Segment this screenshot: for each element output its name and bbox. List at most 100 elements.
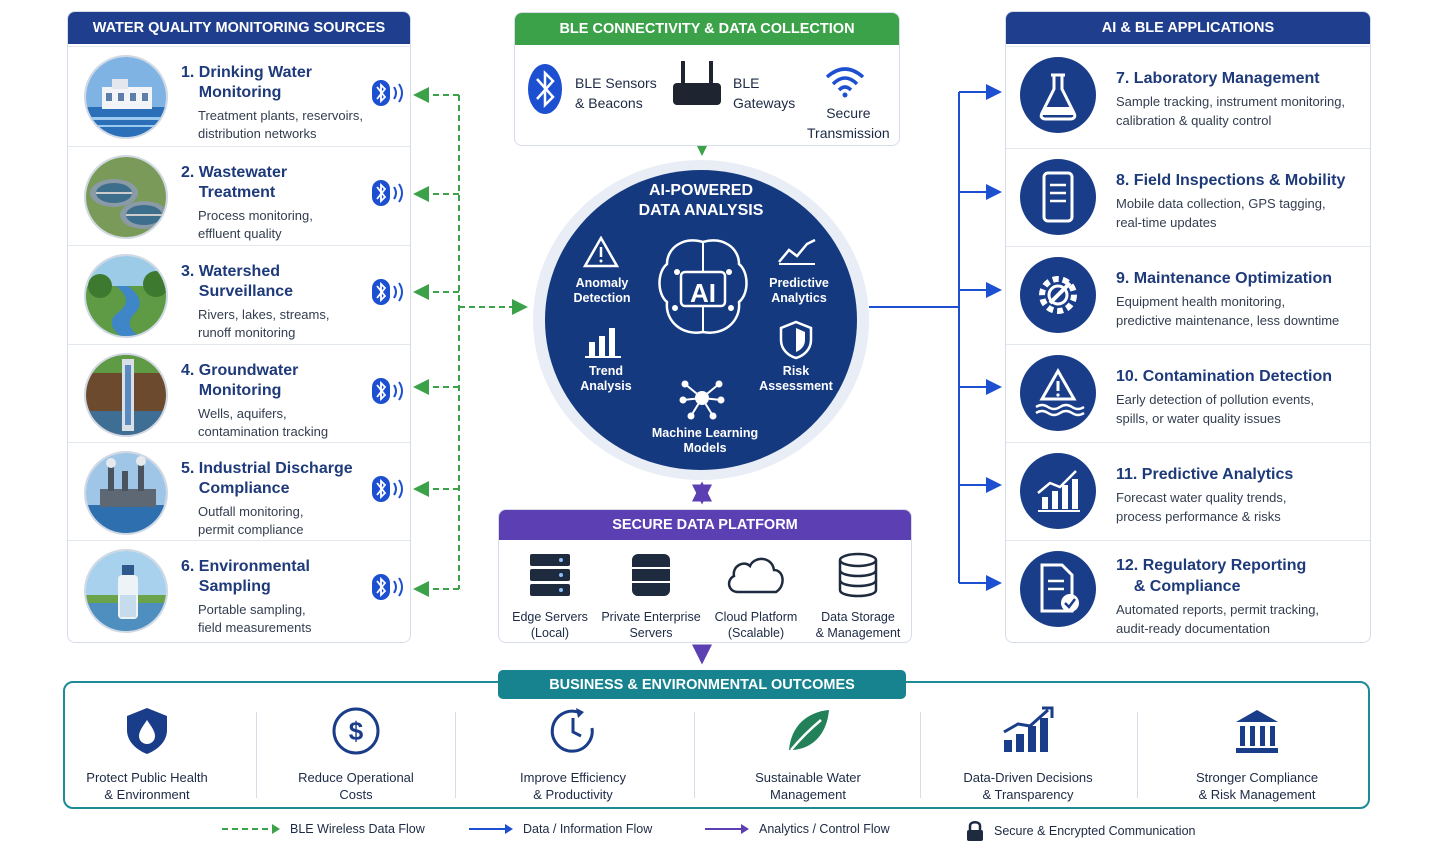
legend-label: Secure & Encrypted Communication — [994, 824, 1196, 838]
ai-brain-icon — [658, 239, 748, 334]
app-title: 12. Regulatory Reporting & Compliance — [1116, 557, 1307, 595]
outcome-data-driven[interactable]: Data-Driven Decisions & Transparency — [950, 706, 1106, 803]
bluetooth-icon — [372, 180, 403, 206]
treatment-plant-image — [84, 55, 168, 139]
warning-triangle-icon — [583, 236, 619, 268]
source-watershed[interactable]: 3. Watershed Surveillance Rivers, lakes,… — [68, 245, 410, 343]
applications-panel: AI & BLE APPLICATIONS 7. Laboratory Mana… — [1005, 11, 1371, 643]
source-industrial-discharge[interactable]: 5. Industrial Discharge Compliance Outfa… — [68, 442, 410, 540]
app-desc: Mobile data collection, GPS tagging, rea… — [1116, 196, 1326, 230]
source-title: 6. Environmental Sampling — [181, 558, 310, 595]
bluetooth-icon — [372, 279, 403, 305]
source-groundwater[interactable]: 4. Groundwater Monitoring Wells, aquifer… — [68, 344, 410, 442]
source-drinking-water[interactable]: 1. Drinking Water Monitoring Treatment p… — [68, 46, 410, 144]
app-desc: Forecast water quality trends, process p… — [1116, 490, 1287, 524]
outcome-label: Stronger Compliance & Risk Management — [1195, 770, 1319, 802]
anomaly-detection-label: Anomaly Detection — [573, 276, 631, 305]
app-regulatory-reporting[interactable]: 12. Regulatory Reporting & Compliance Au… — [1006, 540, 1370, 642]
app-laboratory-management[interactable]: 7. Laboratory Management Sample tracking… — [1006, 46, 1370, 144]
outcome-reduce-costs[interactable]: $ Reduce Operational Costs — [283, 706, 429, 803]
app-title: 9. Maintenance Optimization — [1116, 270, 1333, 287]
applications-header: AI & BLE APPLICATIONS — [1006, 12, 1370, 44]
platform-data-storage[interactable]: Data Storage & Management — [803, 552, 911, 641]
outcome-divider — [1137, 712, 1138, 798]
wifi-icon — [825, 67, 865, 98]
risk-assessment-label: Risk Assessment — [759, 364, 833, 393]
outcome-public-health[interactable]: Protect Public Health & Environment — [72, 706, 222, 803]
app-predictive-analytics[interactable]: 11. Predictive Analytics Forecast water … — [1006, 442, 1370, 540]
bluetooth-beacon-icon — [528, 64, 562, 114]
svg-text:$: $ — [349, 716, 364, 746]
blue-arrow-icon — [469, 824, 513, 834]
sources-panel: WATER QUALITY MONITORING SOURCES 1. Drin… — [67, 11, 411, 643]
purple-arrow-icon — [705, 824, 749, 834]
database-server-icon — [632, 554, 670, 596]
source-title: 2. Wastewater Treatment — [181, 164, 288, 201]
gear-wrench-icon — [1020, 257, 1096, 333]
industrial-plant-image — [84, 451, 168, 535]
ai-title: AI-POWERED DATA ANALYSIS — [638, 182, 764, 219]
dashed-green-arrow-icon — [222, 824, 280, 834]
cloud-icon — [727, 557, 784, 594]
app-contamination-detection[interactable]: 10. Contamination Detection Early detect… — [1006, 344, 1370, 442]
platform-edge-servers[interactable]: Edge Servers (Local) — [499, 552, 605, 641]
source-title: 4. Groundwater Monitoring — [181, 362, 299, 399]
database-icon — [838, 552, 878, 598]
outcomes-header: BUSINESS & ENVIRONMENTAL OUTCOMES — [498, 670, 906, 699]
legend-label: Data / Information Flow — [523, 822, 653, 836]
sample-bottle-image — [84, 549, 168, 633]
source-desc: Portable sampling, field measurements — [198, 602, 312, 635]
machine-learning-label: Machine Learning Models — [651, 426, 759, 455]
app-title: 7. Laboratory Management — [1116, 70, 1320, 87]
line-chart-icon — [778, 238, 816, 265]
app-desc: Sample tracking, instrument monitoring, … — [1116, 94, 1346, 128]
bluetooth-icon — [372, 476, 403, 502]
legend-data-flow: Data / Information Flow — [469, 822, 652, 836]
platform-header: SECURE DATA PLATFORM — [499, 510, 911, 540]
secure-transmission-label: Secure Transmission — [807, 105, 890, 141]
platform-label: Private Enterprise Servers — [601, 610, 701, 640]
outcome-label: Data-Driven Decisions & Transparency — [963, 770, 1093, 802]
app-desc: Early detection of pollution events, spi… — [1116, 392, 1315, 426]
bluetooth-icon — [372, 574, 403, 600]
ai-badge: AI — [690, 278, 716, 308]
well-cross-section-image — [84, 353, 168, 437]
source-wastewater[interactable]: 2. Wastewater Treatment Process monitori… — [68, 146, 410, 244]
legend-analytics-flow: Analytics / Control Flow — [705, 822, 890, 836]
ble-gateways-label: BLE Gateways — [733, 75, 796, 111]
bluetooth-icon — [372, 80, 403, 106]
source-environmental-sampling[interactable]: 6. Environmental Sampling Portable sampl… — [68, 540, 410, 638]
legend-ble-flow: BLE Wireless Data Flow — [222, 822, 425, 836]
outcome-divider — [694, 712, 695, 798]
platform-cloud[interactable]: Cloud Platform (Scalable) — [701, 552, 811, 641]
ble-sensors-label: BLE Sensors & Beacons — [575, 75, 657, 111]
connectivity-header: BLE CONNECTIVITY & DATA COLLECTION — [515, 13, 899, 45]
outcome-sustainable-water[interactable]: Sustainable Water Management — [735, 706, 881, 803]
platform-enterprise-servers[interactable]: Private Enterprise Servers — [596, 552, 706, 641]
app-desc: Automated reports, permit tracking, audi… — [1116, 602, 1320, 636]
source-title: 3. Watershed Surveillance — [181, 263, 294, 300]
shield-icon — [779, 320, 813, 360]
outcome-label: Reduce Operational Costs — [298, 770, 414, 802]
bluetooth-icon — [372, 378, 403, 404]
institution-icon — [1236, 710, 1278, 753]
platform-label: Edge Servers (Local) — [512, 610, 588, 640]
shield-drop-icon — [127, 708, 167, 754]
bar-chart-icon — [585, 328, 621, 358]
app-field-inspections[interactable]: 8. Field Inspections & Mobility Mobile d… — [1006, 148, 1370, 246]
document-check-icon — [1020, 551, 1096, 627]
outcome-compliance[interactable]: Stronger Compliance & Risk Management — [1182, 706, 1332, 803]
outcome-divider — [455, 712, 456, 798]
legend-label: Analytics / Control Flow — [759, 822, 890, 836]
ai-analysis-hub: AI-POWERED DATA ANALYSIS AI Anomaly Dete… — [545, 170, 857, 470]
outcome-divider — [920, 712, 921, 798]
river-landscape-image — [84, 254, 168, 338]
source-title: 5. Industrial Discharge Compliance — [181, 460, 353, 497]
app-maintenance-optimization[interactable]: 9. Maintenance Optimization Equipment he… — [1006, 246, 1370, 344]
mobile-checklist-icon — [1020, 159, 1096, 235]
outcome-label: Protect Public Health & Environment — [86, 770, 208, 802]
outcome-efficiency[interactable]: Improve Efficiency & Productivity — [500, 706, 646, 803]
source-title: 1. Drinking Water Monitoring — [181, 64, 312, 101]
data-platform-panel: SECURE DATA PLATFORM Edge Servers (Local… — [498, 509, 912, 643]
